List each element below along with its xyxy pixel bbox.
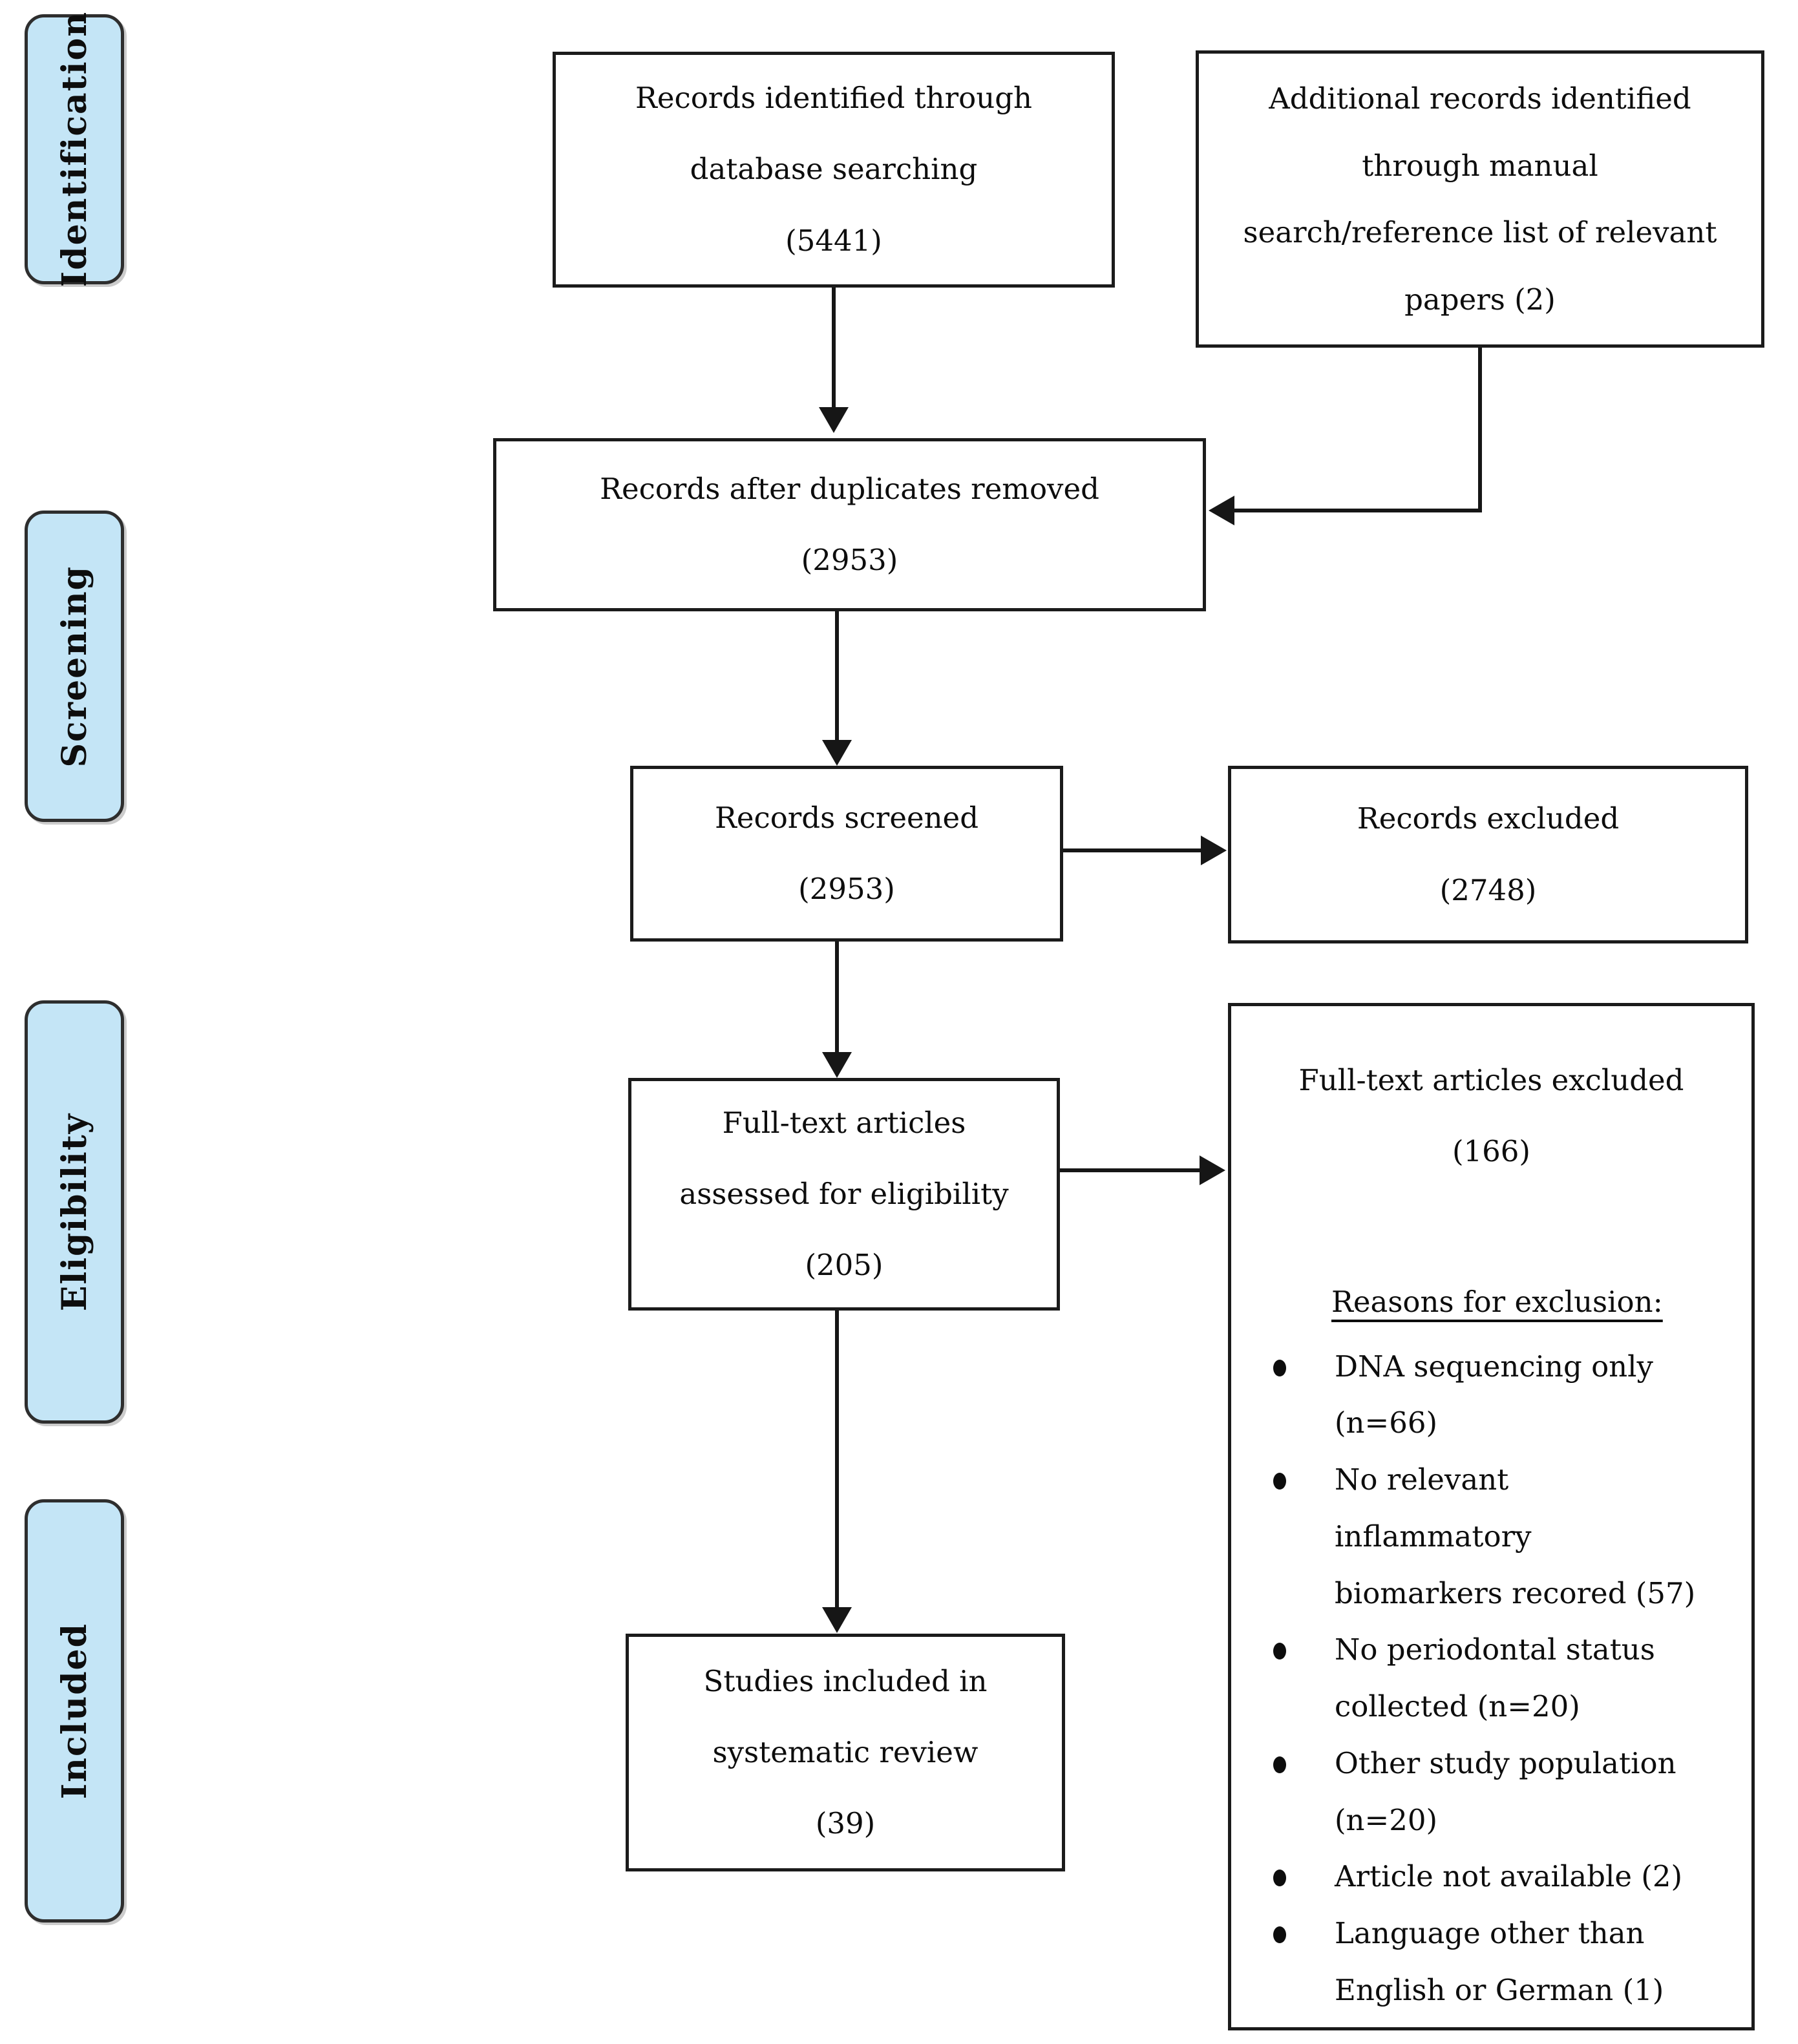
arrow-identified-to-duplicates-line: [832, 288, 836, 409]
arrow-fulltext-to-excluded-line: [1060, 1168, 1201, 1172]
stage-screening: Screening: [25, 511, 124, 822]
exclusion-reason-item: DNA sequencing only (n=66): [1273, 1338, 1732, 1452]
box-duplicates-removed: Records after duplicates removed (2953): [493, 438, 1206, 611]
stage-eligibility: Eligibility: [25, 1000, 124, 1424]
box-studies-included-text: Studies included in systematic review (3…: [703, 1663, 988, 1841]
exclusion-reason-item: Article not available (2): [1273, 1848, 1732, 1905]
box-records-identified: Records identified through database sear…: [553, 52, 1115, 288]
reasons-for-exclusion-heading: Reasons for exclusion:: [1331, 1284, 1663, 1319]
box-records-screened-text: Records screened (2953): [714, 800, 978, 906]
stage-included-label: Included: [54, 1622, 94, 1800]
box-additional-records: Additional records identified through ma…: [1196, 50, 1764, 348]
arrow-identified-to-duplicates-head: [819, 407, 849, 433]
box-records-excluded-text: Records excluded (2748): [1357, 801, 1620, 907]
exclusion-reason-item: Other study population (n=20): [1273, 1735, 1732, 1849]
arrow-duplicates-to-screened-line: [835, 611, 839, 742]
arrow-additional-to-duplicates-head: [1209, 496, 1234, 525]
fulltext-excluded-title: Full-text articles excluded (166): [1298, 1063, 1684, 1169]
arrow-additional-to-duplicates-vline: [1478, 348, 1482, 512]
stage-screening-label: Screening: [54, 565, 94, 768]
exclusion-reason-item: Language other than English or German (1…: [1273, 1905, 1732, 2019]
box-fulltext-assessed-text: Full-text articles assessed for eligibil…: [679, 1105, 1009, 1283]
box-fulltext-excluded: Full-text articles excluded (166) Reason…: [1228, 1003, 1755, 2030]
stage-eligibility-label: Eligibility: [54, 1112, 94, 1312]
box-studies-included: Studies included in systematic review (3…: [626, 1634, 1065, 1871]
box-records-screened: Records screened (2953): [630, 766, 1063, 942]
exclusion-reason-item: No relevant inflammatory biomarkers reco…: [1273, 1451, 1732, 1621]
box-records-identified-text: Records identified through database sear…: [635, 81, 1032, 258]
arrow-fulltext-to-included-line: [835, 1311, 839, 1609]
exclusion-reason-item: No periodontal status collected (n=20): [1273, 1621, 1732, 1735]
arrow-screened-to-fulltext-head: [822, 1052, 852, 1078]
stage-included: Included: [25, 1499, 124, 1923]
arrow-screened-to-excluded-head: [1201, 836, 1227, 865]
arrow-additional-to-duplicates-hline: [1233, 509, 1482, 512]
box-fulltext-assessed: Full-text articles assessed for eligibil…: [628, 1078, 1060, 1311]
box-additional-records-text: Additional records identified through ma…: [1243, 81, 1717, 317]
box-duplicates-removed-text: Records after duplicates removed (2953): [600, 471, 1099, 577]
arrow-duplicates-to-screened-head: [822, 740, 852, 766]
box-records-excluded: Records excluded (2748): [1228, 766, 1748, 943]
arrow-screened-to-fulltext-line: [835, 942, 839, 1055]
exclusion-reasons-list: DNA sequencing only (n=66) No relevant i…: [1231, 1338, 1732, 2019]
stage-identification: Identification: [25, 11, 124, 288]
stage-identification-label: Identification: [54, 11, 94, 288]
arrow-fulltext-to-included-head: [822, 1607, 852, 1633]
arrow-screened-to-excluded-line: [1063, 848, 1202, 852]
arrow-fulltext-to-excluded-head: [1200, 1155, 1225, 1185]
